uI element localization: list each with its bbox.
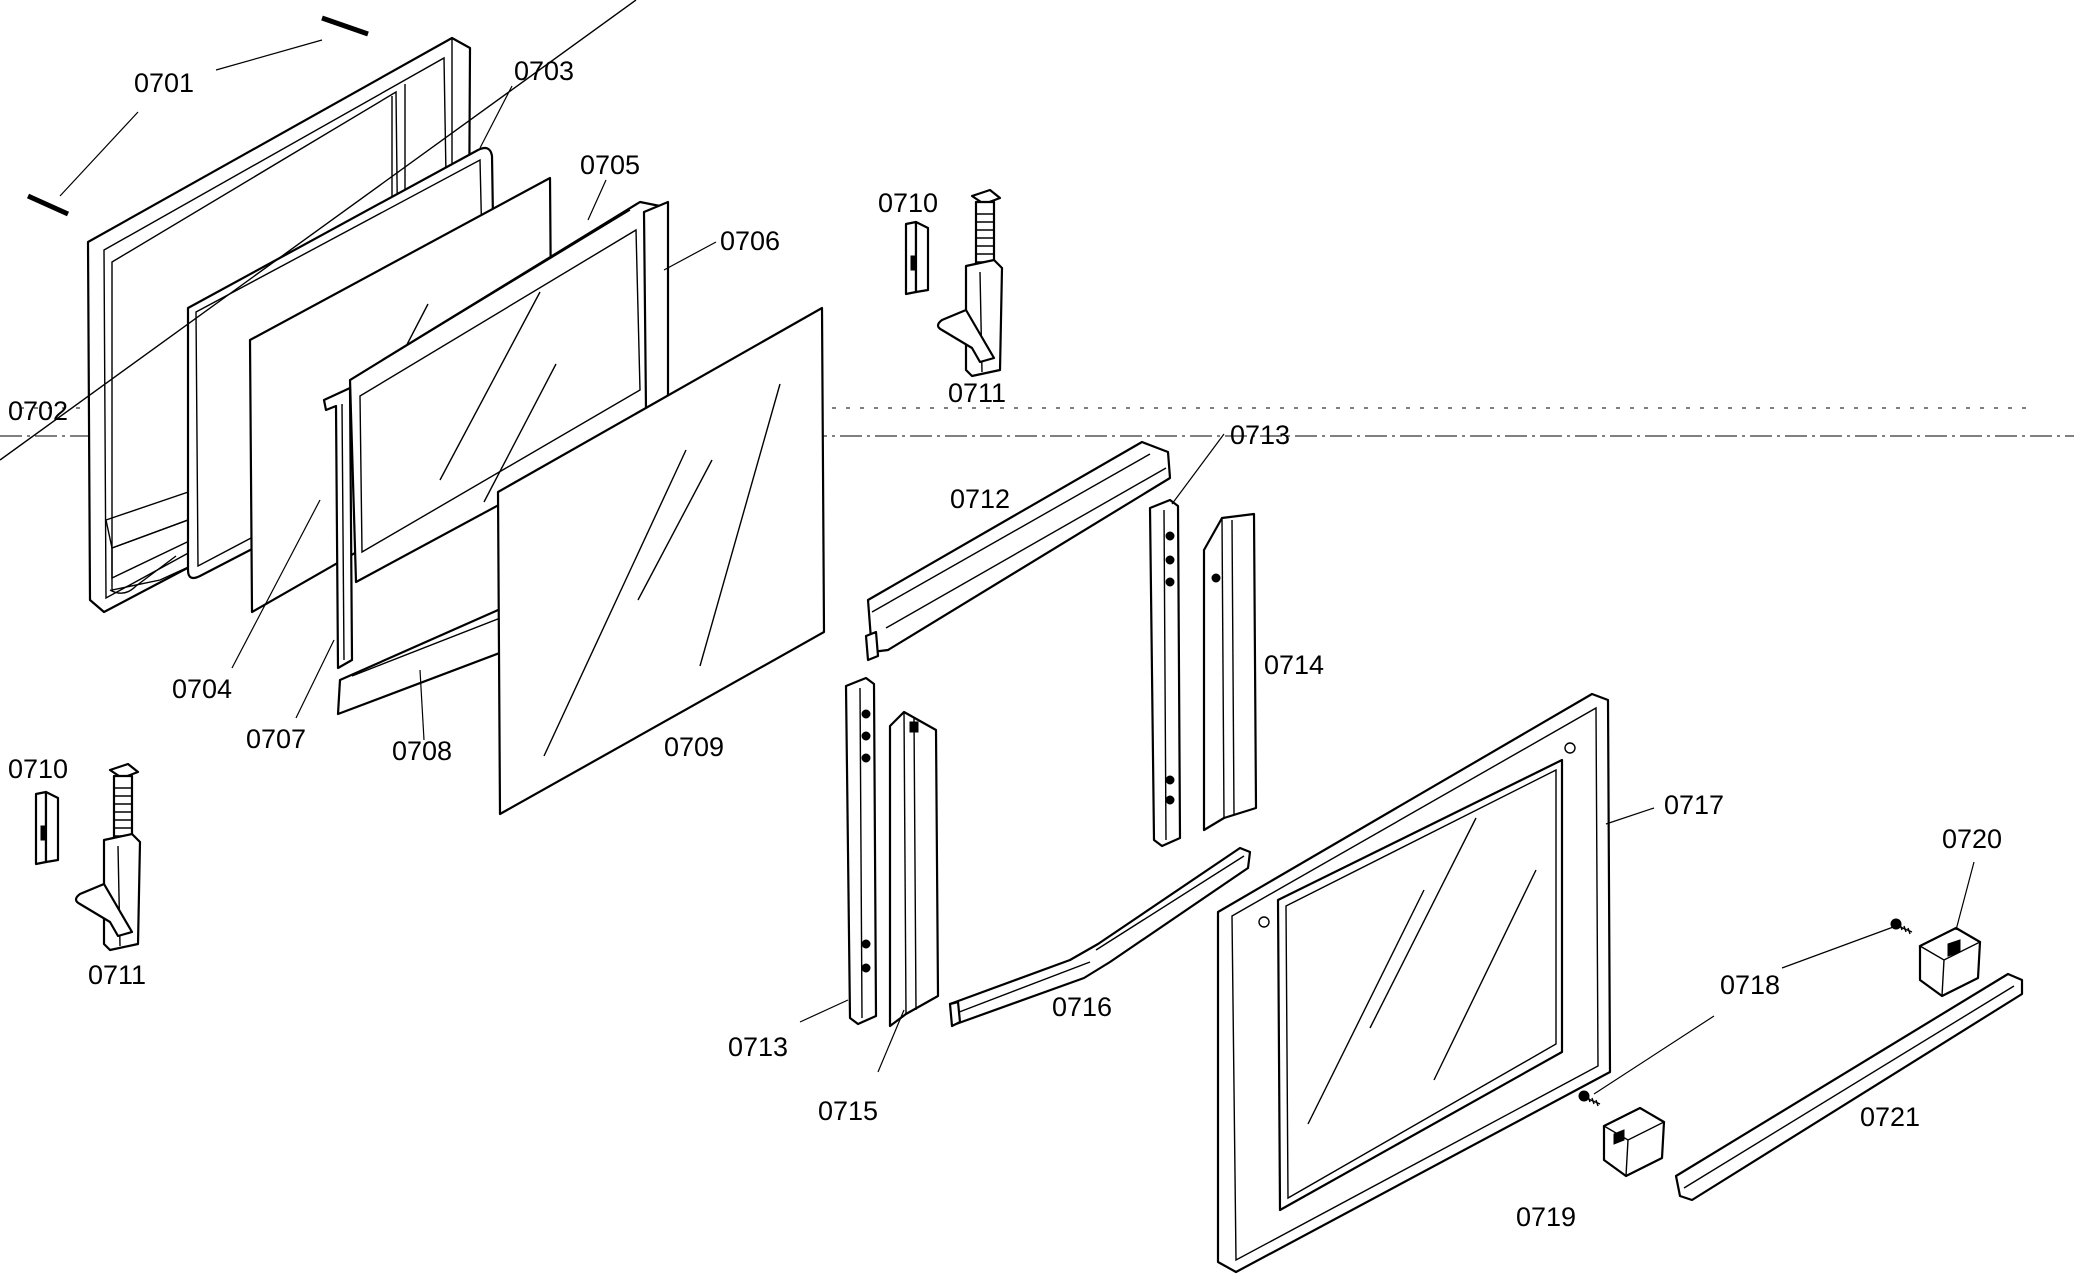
label-0718: 0718 xyxy=(1720,970,1780,1000)
label-0706: 0706 xyxy=(720,226,780,256)
label-0721: 0721 xyxy=(1860,1102,1920,1132)
part-0717-front-door-panel xyxy=(1216,692,1612,1274)
part-0711-hinge-bottom xyxy=(74,762,142,952)
label-0711-top: 0711 xyxy=(948,378,1006,408)
label-0717: 0717 xyxy=(1664,790,1724,820)
label-0709: 0709 xyxy=(664,732,724,762)
part-0718-screw-bottom xyxy=(1578,1090,1601,1107)
label-0711-bottom: 0711 xyxy=(88,960,146,990)
label-0702: 0702 xyxy=(8,396,68,426)
part-0709-main-glass xyxy=(0,0,826,816)
label-0703: 0703 xyxy=(514,56,574,86)
label-0707: 0707 xyxy=(246,724,306,754)
part-0719-end-cap xyxy=(1602,1106,1666,1178)
part-0712-top-channel xyxy=(864,440,1172,662)
part-0715-side-rail xyxy=(888,710,940,1028)
part-0720-end-cap xyxy=(1918,926,1982,998)
label-0713-top: 0713 xyxy=(1230,420,1290,450)
label-0708: 0708 xyxy=(392,736,452,766)
label-0719: 0719 xyxy=(1516,1202,1576,1232)
part-0701-rod-top xyxy=(321,15,369,37)
label-0712: 0712 xyxy=(950,484,1010,514)
part-0721-handle xyxy=(1674,972,2024,1202)
part-0707-side-bracket xyxy=(322,386,354,670)
part-0713-bracket-top xyxy=(1148,498,1182,848)
part-0714-side-rail xyxy=(1202,512,1258,832)
label-0715: 0715 xyxy=(818,1096,878,1126)
label-0701: 0701 xyxy=(134,68,194,98)
part-0711-hinge-top xyxy=(936,188,1004,378)
part-0710-clip-bottom xyxy=(34,790,60,866)
label-0704: 0704 xyxy=(172,674,232,704)
leader-lines xyxy=(59,39,1975,1095)
label-0713-bottom: 0713 xyxy=(728,1032,788,1062)
part-0710-clip-top xyxy=(904,220,930,296)
label-0710-bottom: 0710 xyxy=(8,754,68,784)
label-0720: 0720 xyxy=(1942,824,2002,854)
label-0710-top: 0710 xyxy=(878,188,938,218)
part-labels: 0701 0702 0703 0704 0705 0706 0707 0708 … xyxy=(8,56,2002,1232)
label-0716: 0716 xyxy=(1052,992,1112,1022)
label-0705: 0705 xyxy=(580,150,640,180)
part-0713-bracket-bottom xyxy=(844,676,878,1026)
part-0701-rod-left xyxy=(26,193,70,217)
part-0716-bottom-rail xyxy=(948,846,1252,1028)
part-0705-glass-frame xyxy=(348,200,670,584)
label-0714: 0714 xyxy=(1264,650,1324,680)
